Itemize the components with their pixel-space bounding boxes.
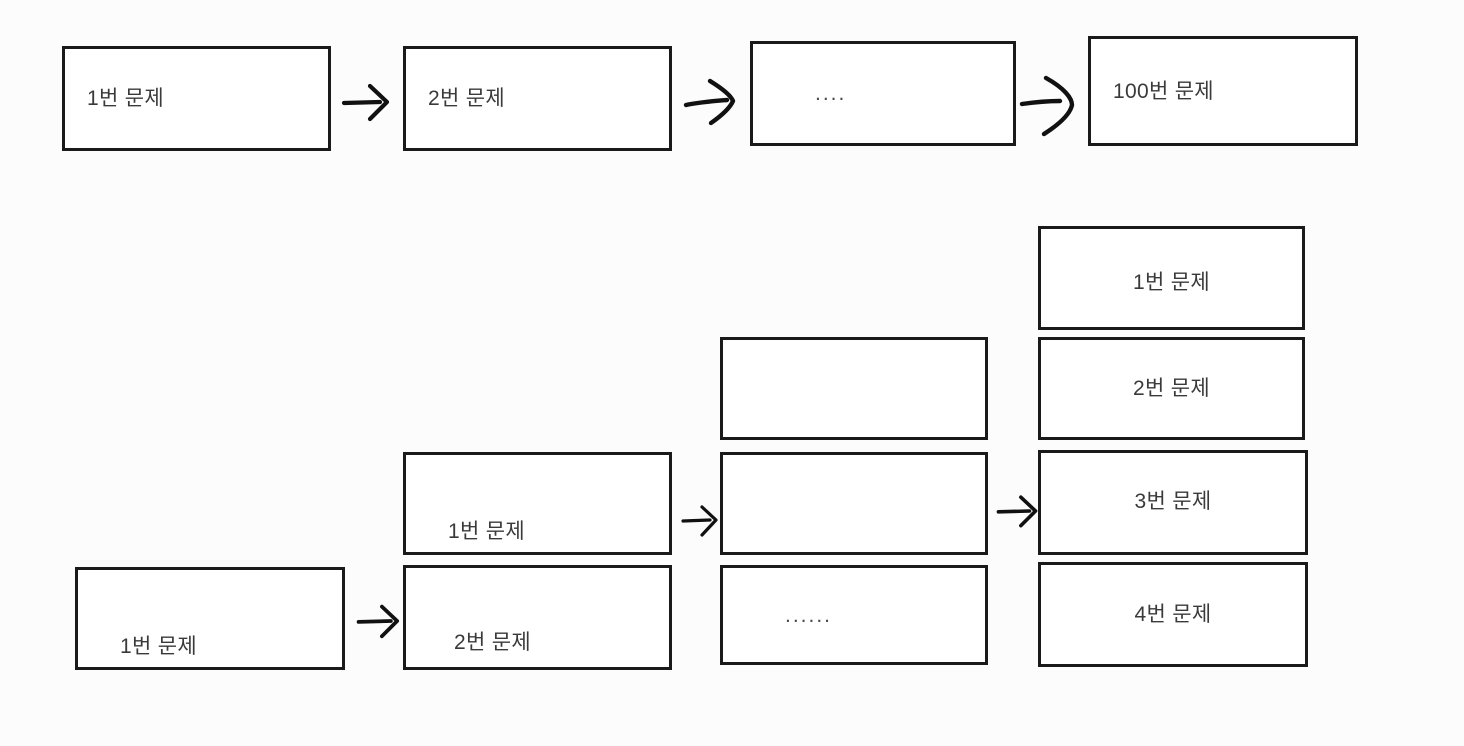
stage-4-box-1: 1번 문제: [1038, 226, 1305, 330]
bottom-row-arrow-icon-2: [680, 500, 724, 542]
box-label: 1번 문제: [1133, 271, 1210, 294]
top-row-arrow-icon-3: [1019, 72, 1084, 138]
stage-4-box-2: 2번 문제: [1038, 337, 1305, 440]
top-row-box-4: 100번 문제: [1088, 36, 1358, 146]
stage-3-box-2: [720, 452, 988, 555]
box-label: 2번 문제: [454, 631, 531, 654]
ellipsis-label: ......: [785, 603, 833, 627]
box-label: 2번 문제: [1133, 377, 1210, 400]
box-label: 100번 문제: [1113, 79, 1214, 103]
ellipsis-label: ....: [815, 82, 847, 105]
stage-4-box-4: 4번 문제: [1038, 562, 1308, 667]
top-row-arrow-icon-1: [340, 78, 398, 126]
box-label: 3번 문제: [1134, 490, 1212, 513]
top-row-box-2: 2번 문제: [403, 46, 672, 151]
top-row-box-1: 1번 문제: [62, 46, 331, 151]
box-label: 2번 문제: [428, 87, 505, 110]
box-label: 1번 문제: [448, 520, 525, 543]
box-label: 1번 문제: [87, 87, 164, 110]
stage-4-box-3: 3번 문제: [1038, 450, 1308, 555]
stage-1-box-1: 1번 문제: [75, 567, 345, 670]
stage-3-box-1: [720, 337, 988, 440]
top-row-arrow-icon-2: [683, 72, 745, 130]
bottom-row-arrow-icon-1: [355, 598, 407, 644]
stage-2-box-1: 1번 문제: [403, 452, 672, 555]
stage-2-box-2: 2번 문제: [403, 565, 672, 670]
box-label: 4번 문제: [1134, 603, 1212, 626]
box-label: 1번 문제: [120, 635, 197, 658]
top-row-box-3: ....: [750, 41, 1016, 146]
stage-3-box-3: ......: [720, 565, 988, 665]
